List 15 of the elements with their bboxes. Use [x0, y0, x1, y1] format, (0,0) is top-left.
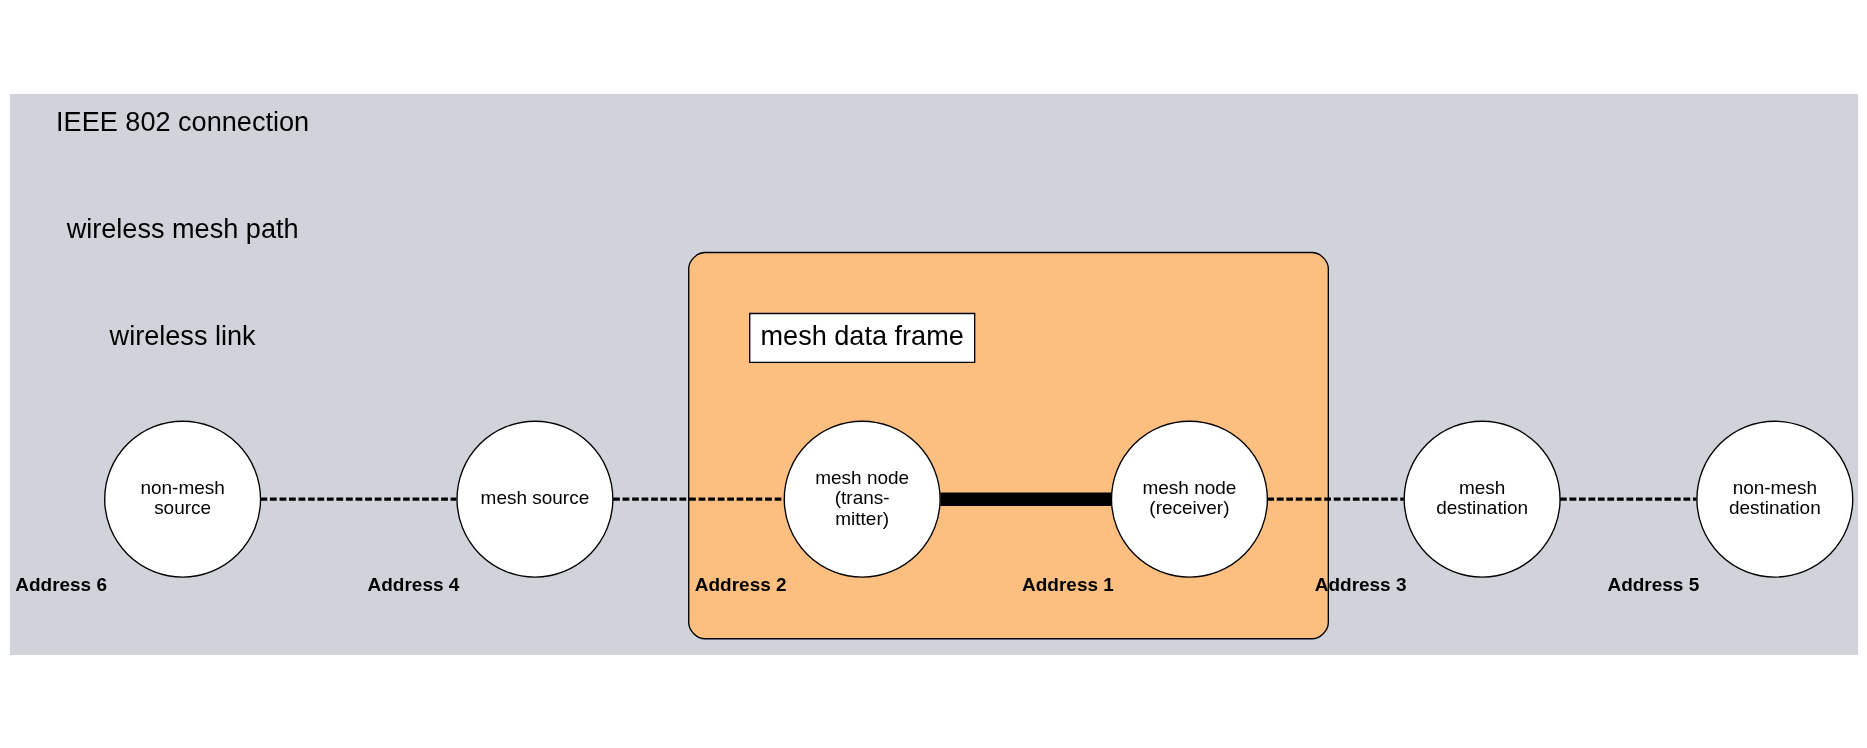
- label: IEEE 802 connection: [55, 105, 309, 137]
- node-circle: mesh destination: [1403, 420, 1561, 578]
- connector: [260, 496, 456, 501]
- connector: [1559, 496, 1696, 501]
- label: wireless link: [109, 319, 256, 351]
- node-circle: mesh node (receiver): [1110, 420, 1268, 578]
- node-box: mesh data frame: [748, 312, 975, 363]
- label: wireless mesh path: [66, 212, 299, 244]
- connector: [1266, 496, 1404, 501]
- connector: [612, 496, 784, 501]
- node-circle: non-mesh destination: [1695, 420, 1853, 578]
- node-circle: mesh source: [455, 420, 614, 578]
- connector: [939, 491, 1111, 506]
- node-circle: non-mesh source: [103, 420, 261, 578]
- node-circle: mesh node (trans- mitter): [783, 420, 941, 578]
